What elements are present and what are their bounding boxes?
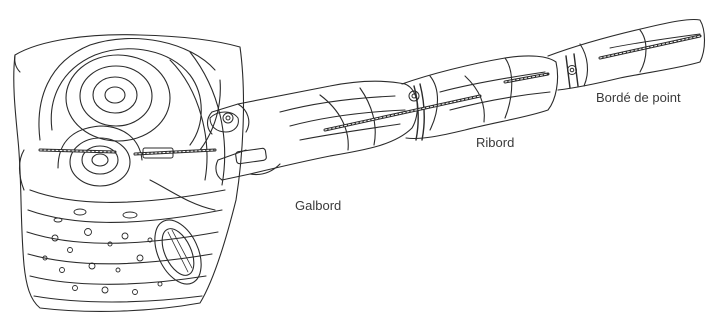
label-borde-de-point: Bordé de point (596, 90, 681, 105)
galbord-plank (208, 81, 418, 180)
label-ribord: Ribord (476, 135, 514, 150)
ribord-plank (402, 56, 558, 140)
nut (223, 113, 233, 123)
label-galbord: Galbord (295, 198, 341, 213)
knot-ring (105, 87, 125, 103)
borde-de-point-plank (548, 19, 705, 90)
keel-block (14, 35, 244, 312)
